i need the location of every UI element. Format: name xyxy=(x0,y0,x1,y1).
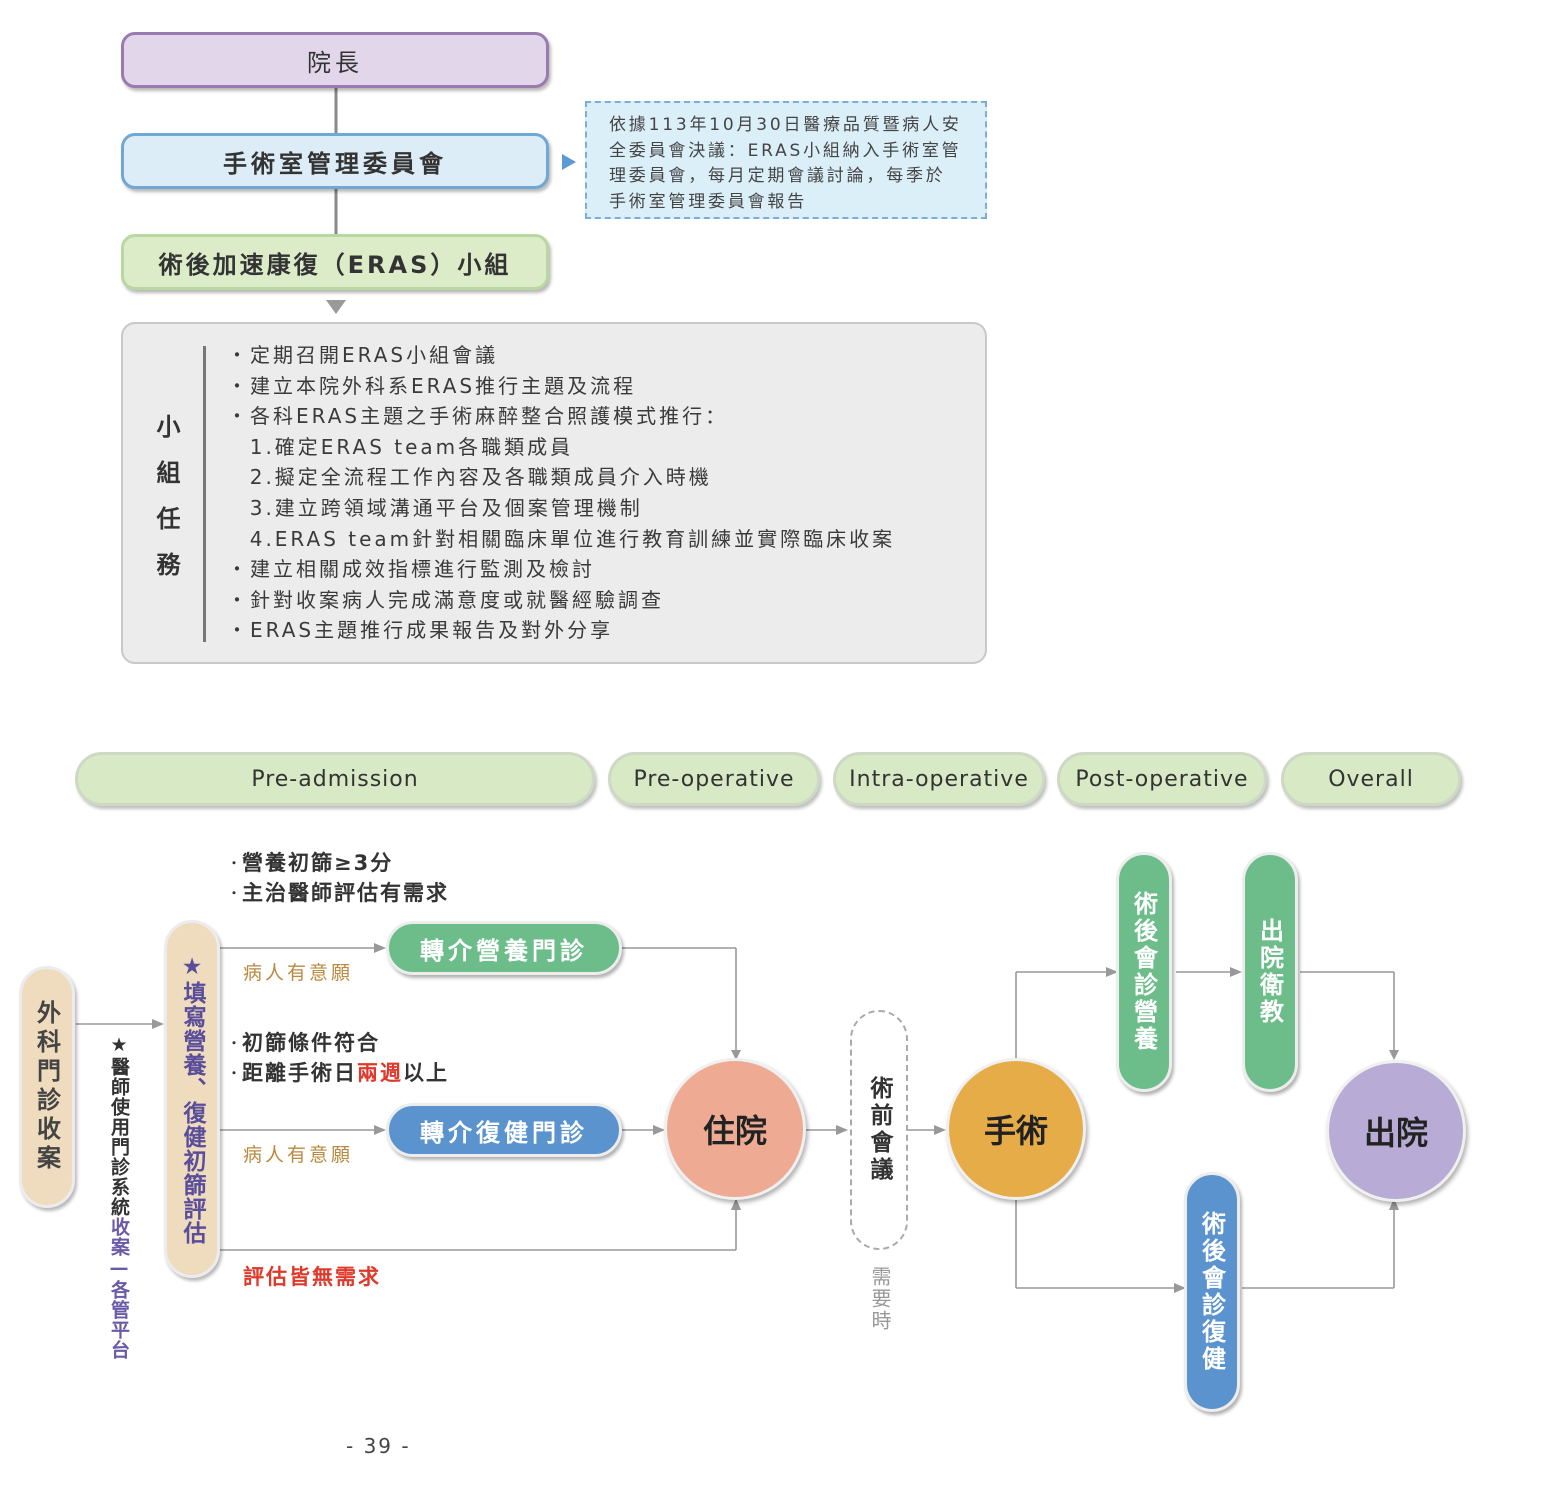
task-subitem: 3.建立跨領域溝通平台及個案管理機制 xyxy=(231,495,643,520)
refer-rehab-box: 轉介復健門診 xyxy=(386,1103,622,1157)
task-item: ・ERAS主題推行成果報告及對外分享 xyxy=(227,618,614,643)
committee-box: 手術室管理委員會 xyxy=(121,133,549,189)
surgery-label: 手術 xyxy=(983,1112,1048,1150)
director-box: 院長 xyxy=(121,32,549,88)
director-label: 院長 xyxy=(307,48,363,77)
task-subitem: 2.擬定全流程工作內容及各職類成員介入時機 xyxy=(231,465,712,490)
admission-circle: 住院 xyxy=(664,1058,806,1200)
task-item: ・建立本院外科系ERAS推行主題及流程 xyxy=(227,373,637,398)
eras-group-label: 術後加速康復（ERAS）小組 xyxy=(158,250,512,279)
decision-note: 依據113年10月30日醫療品質暨病人安全委員會決議：ERAS小組納入手術室管理… xyxy=(585,101,987,219)
rehab-criteria-2c: 以上 xyxy=(403,1061,450,1085)
side-note-star: ★ xyxy=(108,1034,130,1057)
task-subitem: 4.ERAS team針對相關臨床單位進行教育訓練並實際臨床收案 xyxy=(231,526,896,551)
discharge-edu-label: 出院衛教 xyxy=(1255,918,1284,1026)
when-needed-label: 需要時 xyxy=(868,1266,892,1332)
surgery-circle: 手術 xyxy=(946,1058,1086,1200)
postop-rehab-label: 術後會診復健 xyxy=(1197,1211,1226,1373)
task-item: ・定期召開ERAS小組會議 xyxy=(227,343,499,367)
side-note: ★醫師使用門診系統收案—各管平台 xyxy=(106,1034,133,1360)
outpatient-label: 外科門診收案 xyxy=(32,1000,61,1174)
admission-label: 住院 xyxy=(702,1112,767,1150)
outpatient-box: 外科門診收案 xyxy=(19,966,75,1208)
nutrition-criteria-2: 主治醫師評估有需求 xyxy=(242,881,450,905)
phase-intra-operative: Intra-operative xyxy=(833,752,1045,806)
side-note-a: 醫師使用門診系統 xyxy=(108,1057,130,1217)
rehab-criteria-2a: 距離手術日 xyxy=(242,1061,358,1085)
assess-box: ★填寫營養、復健初篩評估 xyxy=(164,920,220,1278)
phase-pre-operative: Pre-operative xyxy=(608,752,820,806)
rehab-criteria-2b: 兩週 xyxy=(357,1061,404,1085)
discharge-circle: 出院 xyxy=(1326,1060,1466,1202)
nutrition-criteria-1: 營養初篩≥3分 xyxy=(242,851,394,875)
postop-nutrition-box: 術後會診營養 xyxy=(1116,852,1172,1092)
phase-post-operative: Post-operative xyxy=(1057,752,1267,806)
rehab-criteria-1: 初篩條件符合 xyxy=(242,1031,381,1055)
tasks-list: ・定期召開ERAS小組會議 ・建立本院外科系ERAS推行主題及流程 ・各科ERA… xyxy=(227,340,895,646)
preop-meeting-label: 術前會議 xyxy=(866,1076,892,1184)
decision-note-text: 依據113年10月30日醫療品質暨病人安全委員會決議：ERAS小組納入手術室管理… xyxy=(609,115,962,212)
refer-nutrition-box: 轉介營養門診 xyxy=(386,921,622,975)
discharge-edu-box: 出院衛教 xyxy=(1242,852,1298,1092)
tasks-label: 小組任務 xyxy=(152,414,180,598)
phase-overall: Overall xyxy=(1281,752,1461,806)
refer-nutrition-label: 轉介營養門診 xyxy=(420,936,588,965)
task-subitem: 1.確定ERAS team各職類成員 xyxy=(231,434,574,459)
side-note-c: —各管平台 xyxy=(108,1257,130,1360)
postop-rehab-box: 術後會診復健 xyxy=(1184,1172,1240,1412)
discharge-label: 出院 xyxy=(1363,1114,1428,1152)
rehab-criteria: ・初篩條件符合 ・距離手術日兩週以上 xyxy=(228,1031,450,1085)
eras-group-box: 術後加速康復（ERAS）小組 xyxy=(121,234,549,290)
nutrition-criteria: ・營養初篩≥3分 ・主治醫師評估有需求 xyxy=(228,851,450,905)
task-item: ・建立相關成效指標進行監測及檢討 xyxy=(227,557,595,582)
side-note-b: 收案 xyxy=(108,1217,130,1257)
tasks-panel: 小組任務 ・定期召開ERAS小組會議 ・建立本院外科系ERAS推行主題及流程 ・… xyxy=(121,322,987,664)
tasks-divider xyxy=(203,346,206,642)
willing-label-1: 病人有意願 xyxy=(243,962,354,984)
assess-label: ★填寫營養、復健初篩評估 xyxy=(179,953,205,1245)
task-item: ・針對收案病人完成滿意度或就醫經驗調查 xyxy=(227,587,664,612)
phase-pre-admission: Pre-admission xyxy=(75,752,595,806)
willing-label-2: 病人有意願 xyxy=(243,1144,354,1166)
page-number: - 39 - xyxy=(346,1434,411,1458)
committee-label: 手術室管理委員會 xyxy=(223,149,447,178)
postop-nutrition-label: 術後會診營養 xyxy=(1129,891,1158,1053)
task-item: ・各科ERAS主題之手術麻醉整合照護模式推行： xyxy=(227,404,729,429)
refer-rehab-label: 轉介復健門診 xyxy=(420,1118,588,1147)
no-need-label: 評估皆無需求 xyxy=(243,1265,381,1289)
preop-meeting-box: 術前會議 xyxy=(850,1010,908,1250)
